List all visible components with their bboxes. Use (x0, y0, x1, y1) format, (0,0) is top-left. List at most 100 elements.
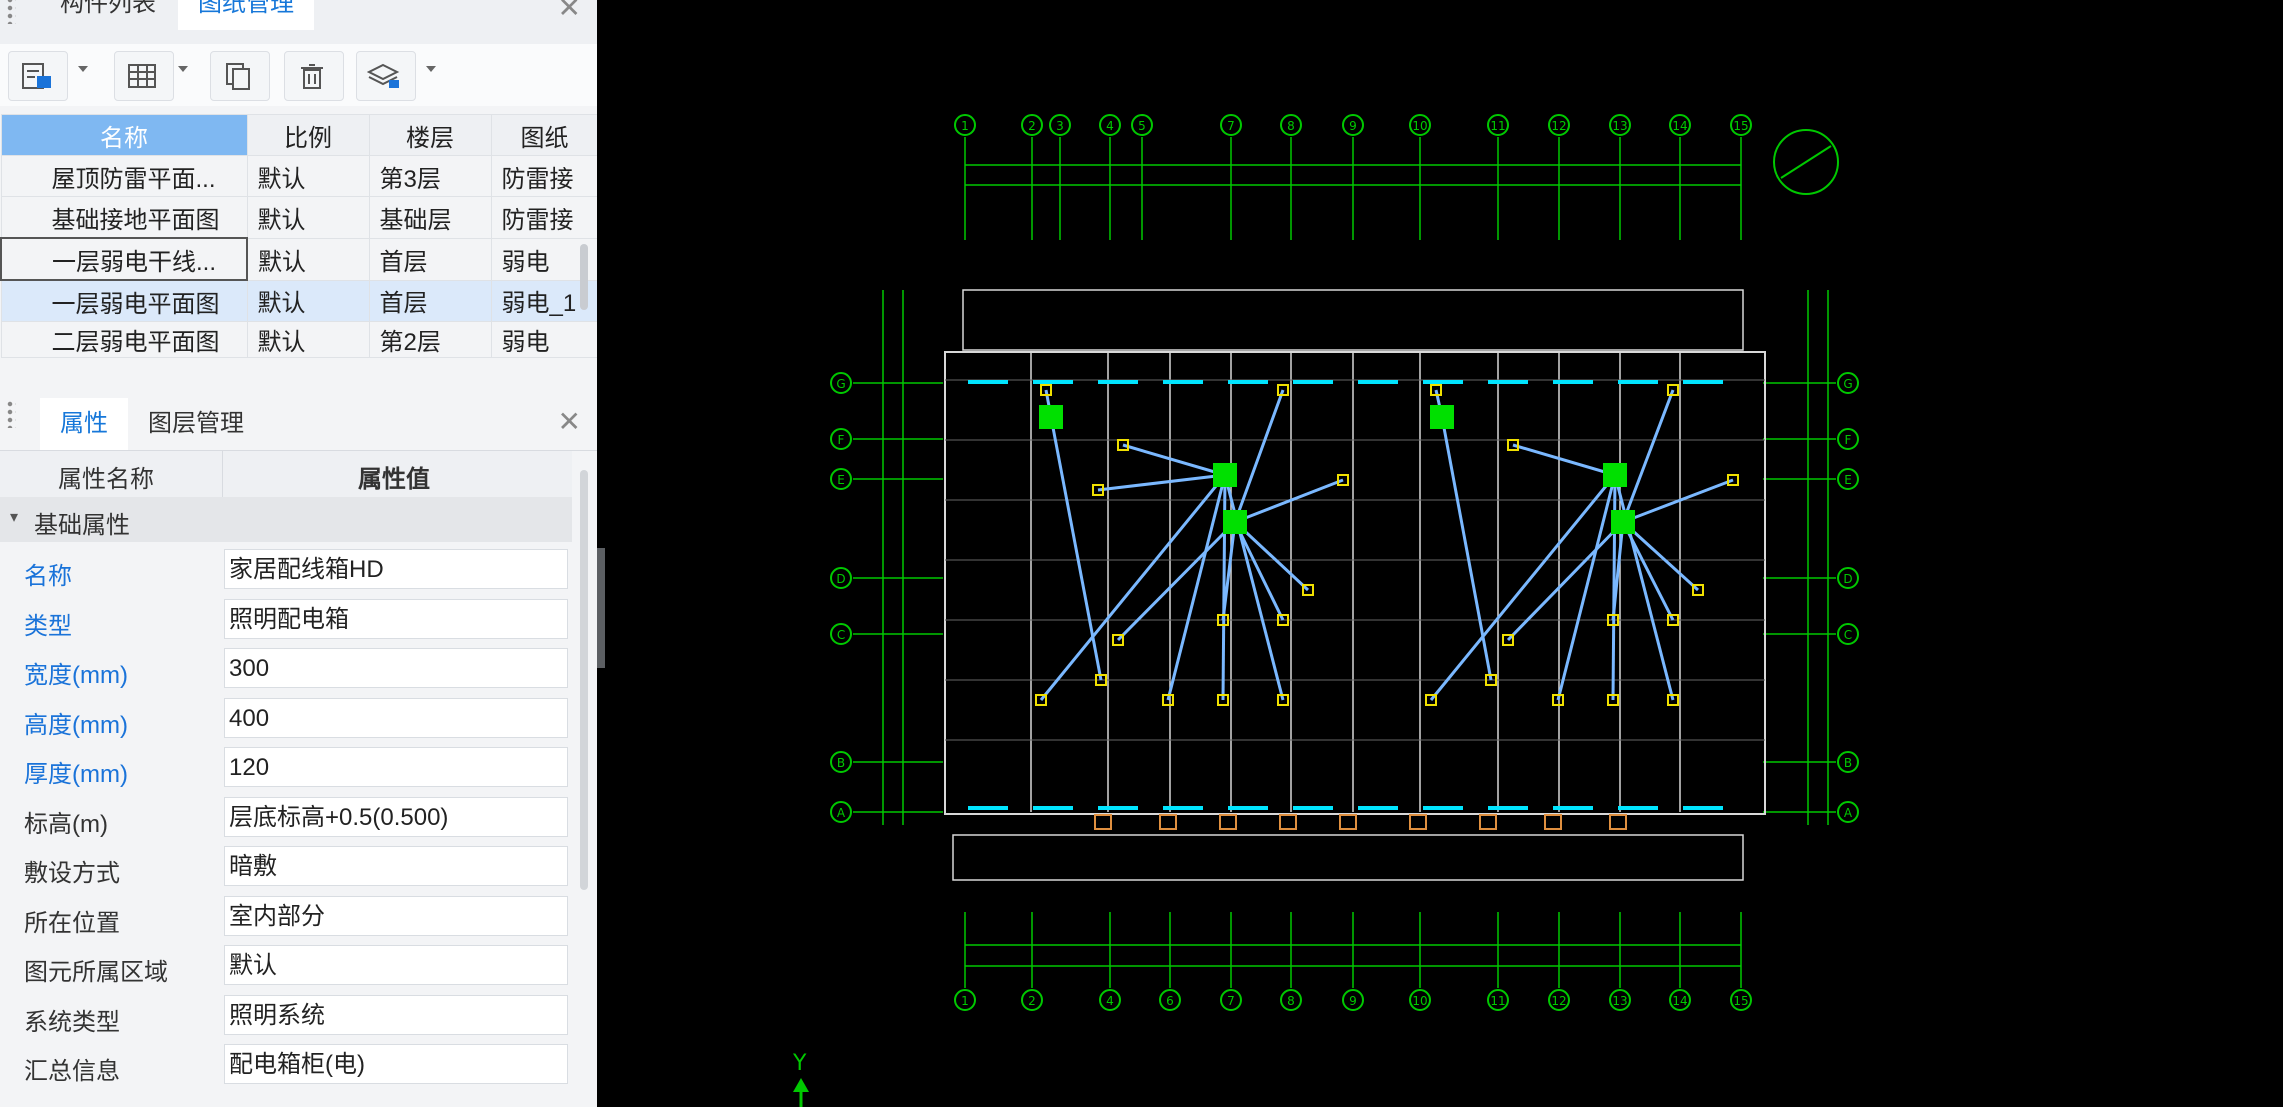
property-label: 高度(mm) (24, 711, 128, 739)
property-value-field[interactable]: 配电箱柜(电) (224, 1044, 568, 1084)
property-value-field[interactable]: 层底标高+0.5(0.500) (224, 796, 568, 837)
tab-component-list[interactable]: 构件列表 (60, 0, 156, 17)
top-panel-header: 构件列表 图纸管理 ✕ (0, 0, 597, 45)
building-balcony (962, 289, 1744, 351)
grid-bubble-right-label: C (1844, 628, 1852, 642)
electrical-device (1485, 674, 1497, 686)
grid-bubble-right-label: A (1844, 806, 1853, 820)
property-row[interactable]: 系统类型照明系统 (0, 992, 572, 1042)
property-row[interactable]: 标高(m)层底标高+0.5(0.500) (0, 794, 572, 844)
distribution-box (1603, 463, 1627, 487)
property-row[interactable]: 所在位置室内部分 (0, 893, 572, 943)
property-label: 名称 (24, 563, 72, 590)
grid-bubble-right-label: G (1843, 377, 1852, 391)
grid-bubble-left (830, 801, 852, 823)
property-value-field[interactable]: 照明系统 (224, 994, 568, 1035)
table-row[interactable]: 二层弱电平面图 默认 第2层 弱电 (0, 321, 597, 358)
property-label: 厚度(mm) (24, 761, 128, 788)
table-row[interactable]: 屋顶防雷平面... 默认 第3层 防雷接 (0, 155, 597, 197)
grid-bubble-top-label: 15 (1733, 119, 1748, 133)
row-name: 屋顶防雷平面... (51, 165, 216, 193)
property-value-field[interactable]: 照明配电箱 (224, 598, 568, 639)
property-row[interactable]: 汇总信息配电箱柜(电) (0, 1041, 572, 1091)
property-row[interactable]: 厚度(mm) 120 (0, 744, 572, 794)
property-row[interactable]: 高度(mm) 400 (0, 695, 572, 745)
row-name: 基础接地平面图 (51, 206, 220, 234)
column-header-name[interactable]: 名称 (0, 114, 248, 156)
close-icon[interactable]: ✕ (557, 0, 581, 23)
grid-bubble-left-label: B (837, 756, 845, 770)
column-header-floor[interactable]: 楼层 (368, 114, 492, 156)
grid-bubble-top (1021, 114, 1043, 136)
tab-layer-management[interactable]: 图层管理 (148, 410, 244, 437)
wire-run (1621, 521, 1675, 621)
property-value-field[interactable]: 400 (224, 697, 568, 738)
wire-run (1556, 474, 1617, 701)
collapse-caret-icon[interactable]: ▾ (10, 509, 19, 526)
table-row[interactable]: 基础接地平面图 默认 基础层 防雷接 (0, 196, 597, 239)
close-icon[interactable]: ✕ (557, 406, 581, 437)
property-value-field[interactable]: 暗敷 (224, 846, 568, 886)
chevron-down-icon[interactable] (178, 66, 188, 72)
electrical-device (1502, 634, 1514, 646)
property-value-field[interactable]: 300 (224, 648, 568, 688)
row-floor: 首层 (368, 279, 492, 322)
grid-bubble-right (1837, 428, 1859, 450)
property-row[interactable]: 名称 家居配线箱HD (0, 546, 572, 596)
row-name: 一层弱电干线... (52, 248, 217, 276)
delete-drawing-button[interactable] (284, 51, 344, 101)
tab-drawing-management[interactable]: 图纸管理 (178, 0, 314, 30)
door (1094, 814, 1112, 830)
property-row[interactable]: 类型 照明配电箱 (0, 596, 572, 646)
copy-drawing-button[interactable] (210, 51, 270, 101)
property-value-field[interactable]: 家居配线箱HD (224, 549, 568, 589)
property-scrollbar[interactable] (580, 470, 588, 890)
grid-bubble-top (1609, 114, 1631, 136)
add-drawing-button[interactable] (8, 51, 68, 101)
drawing-toolbar (0, 44, 597, 106)
property-row[interactable]: 敷设方式暗敷 (0, 843, 572, 893)
table-row-selected[interactable]: 一层弱电平面图 默认 首层 弱电_1 (0, 279, 597, 322)
wire-run (1097, 473, 1226, 492)
split-drawing-button[interactable] (114, 51, 174, 101)
wire-run (1622, 478, 1734, 524)
column-header-scale[interactable]: 比例 (246, 114, 370, 156)
property-value-field[interactable]: 室内部分 (224, 895, 568, 936)
layer-stack-button[interactable] (356, 51, 416, 101)
door (1409, 814, 1427, 830)
drag-grip-icon[interactable] (6, 0, 16, 24)
property-value-field[interactable]: 默认 (224, 945, 568, 985)
grid-bubble-bottom-label: 9 (1349, 994, 1357, 1008)
tab-properties[interactable]: 属性 (40, 398, 128, 450)
property-label: 类型 (24, 612, 72, 640)
door (1159, 814, 1177, 830)
row-name: 一层弱电平面图 (51, 290, 220, 318)
column-header-drawing[interactable]: 图纸 (490, 114, 597, 156)
table-row[interactable]: 一层弱电干线... 默认 首层 弱电 (0, 237, 597, 281)
electrical-device (1552, 694, 1564, 706)
chevron-down-icon[interactable] (426, 66, 436, 72)
grid-bubble-left (830, 567, 852, 589)
electrical-device (1277, 384, 1289, 396)
property-value-field[interactable]: 120 (224, 747, 568, 787)
property-row[interactable]: 宽度(mm)300 (0, 645, 572, 695)
grid-bubble-bottom-label: 12 (1551, 994, 1566, 1008)
grid-bubble-bottom (1159, 989, 1181, 1011)
wire-run (1223, 474, 1285, 701)
grid-bubble-bottom (1342, 989, 1364, 1011)
electrical-device (1277, 694, 1289, 706)
lock-icon[interactable] (6, 400, 16, 428)
row-scale: 默认 (246, 155, 370, 197)
distribution-box (1611, 510, 1635, 534)
chevron-down-icon[interactable] (78, 66, 88, 72)
property-group[interactable]: ▾ 基础属性 (0, 497, 572, 542)
table-scrollbar[interactable] (580, 244, 588, 310)
grid-bubble-bottom-label: 15 (1733, 994, 1748, 1008)
property-row[interactable]: 图元所属区域默认 (0, 942, 572, 992)
grid-bubble-bottom-label: 11 (1490, 994, 1505, 1008)
electrical-device (1425, 694, 1437, 706)
wire-run (1440, 416, 1493, 681)
grid-bubble-top (1730, 114, 1752, 136)
